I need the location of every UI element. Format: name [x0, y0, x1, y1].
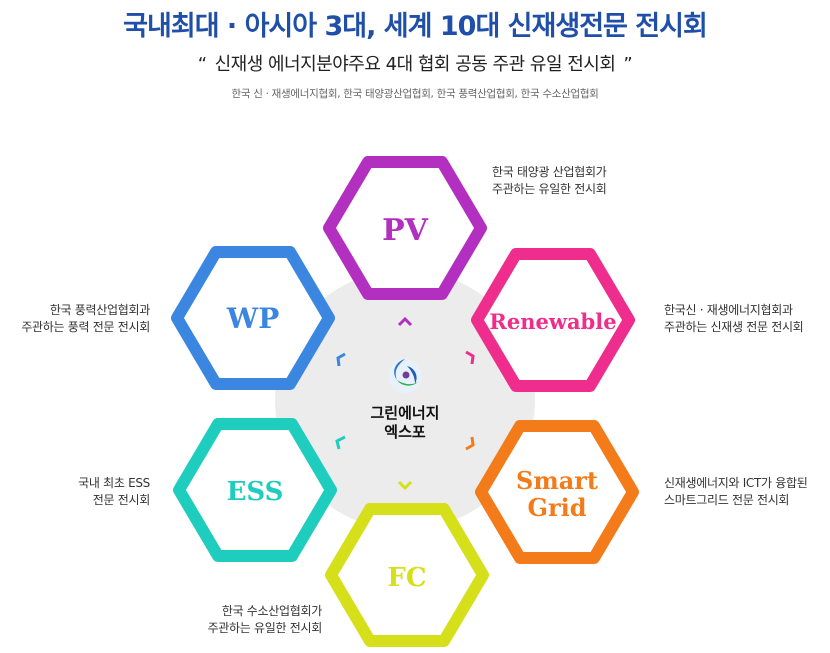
chevron-lower-left-icon — [335, 435, 346, 450]
desc-smartgrid-line1: 신재생에너지와 ICT가 융합된 — [664, 476, 808, 490]
center-circle — [275, 270, 535, 530]
center-label: 그린에너지 엑스포 — [355, 404, 455, 442]
page-title: 국내최대 · 아시아 3대, 세계 10대 신재생전문 전시회 — [123, 11, 708, 42]
desc-smartgrid-line2: 스마트그리드 전문 전시회 — [664, 493, 790, 507]
hex-renewable-label: Renewable — [489, 309, 616, 334]
desc-renewable: 한국신 · 재생에너지협회과 주관하는 신재생 전문 전시회 — [664, 302, 804, 336]
subtitle: “ 신재생 에너지분야주요 4대 협회 공동 주관 유일 전시회 ” — [0, 50, 830, 76]
subtitle-text: 신재생 에너지분야주요 4대 협회 공동 주관 유일 전시회 — [214, 54, 616, 75]
close-quote: ” — [623, 54, 633, 75]
center-label-line2: 엑스포 — [384, 423, 426, 441]
hex-renewable-shape — [471, 248, 635, 392]
organizations-line: 한국 신 · 재생에너지협회, 한국 태양광산업협회, 한국 풍력산업협회, 한… — [231, 88, 599, 100]
desc-renewable-line1: 한국신 · 재생에너지협회과 — [664, 303, 793, 317]
desc-pv-line1: 한국 태양광 산업협회가 — [492, 165, 607, 179]
desc-wp-line1: 한국 풍력산업협회과 — [49, 303, 150, 317]
desc-wp: 한국 풍력산업협회과 주관하는 풍력 전문 전시회 — [21, 302, 150, 336]
desc-pv-line2: 주관하는 유일한 전시회 — [492, 182, 607, 196]
hex-fc-label: FC — [387, 563, 426, 593]
center-label-line1: 그린에너지 — [370, 404, 440, 422]
hex-fc-shape — [325, 503, 489, 647]
hex-renewable[interactable]: Renewable — [471, 248, 635, 392]
green-energy-logo-icon — [388, 359, 422, 393]
hex-smartgrid-label-line2: Grid — [527, 493, 586, 522]
hex-smartgrid[interactable]: Smart Grid — [475, 420, 639, 564]
chevron-upper-right-icon — [465, 350, 475, 365]
hex-smartgrid-shape — [475, 420, 639, 564]
desc-fc: 한국 수소산업협회가 주관하는 유일한 전시회 — [207, 603, 323, 637]
desc-fc-line2: 주관하는 유일한 전시회 — [207, 621, 323, 635]
hex-wp[interactable]: WP — [171, 246, 335, 390]
desc-fc-line1: 한국 수소산업협회가 — [221, 604, 322, 618]
hex-wp-shape — [171, 246, 335, 390]
desc-pv: 한국 태양광 산업협회가 주관하는 유일한 전시회 — [492, 164, 607, 198]
hex-pv-shape — [323, 156, 487, 300]
desc-ess-line2: 전문 전시회 — [92, 493, 151, 507]
open-quote: “ — [197, 54, 207, 75]
hex-smartgrid-label-line1: Smart — [516, 466, 598, 495]
desc-ess-line1: 국내 최초 ESS — [78, 476, 150, 490]
hex-fc[interactable]: FC — [325, 503, 489, 647]
hex-wp-label: WP — [226, 302, 280, 335]
chevron-lower-right-icon — [465, 436, 475, 451]
desc-wp-line2: 주관하는 풍력 전문 전시회 — [21, 320, 150, 334]
hex-ess-label: ESS — [227, 477, 284, 507]
desc-renewable-line2: 주관하는 신재생 전문 전시회 — [664, 320, 804, 334]
desc-smartgrid: 신재생에너지와 ICT가 융합된 스마트그리드 전문 전시회 — [664, 475, 808, 509]
hex-pv-label: PV — [382, 213, 429, 248]
chevron-upper-left-icon — [336, 352, 346, 367]
hex-ess-shape — [173, 418, 337, 562]
chevron-up-icon — [397, 316, 413, 327]
chevron-down-icon — [397, 480, 413, 491]
desc-ess: 국내 최초 ESS 전문 전시회 — [78, 475, 150, 509]
hex-ess[interactable]: ESS — [173, 418, 337, 562]
hex-pv[interactable]: PV — [323, 156, 487, 300]
